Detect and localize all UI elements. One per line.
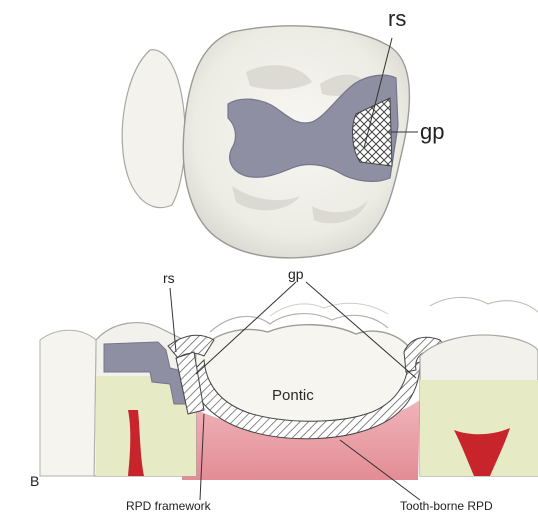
far-left-tooth — [40, 330, 96, 476]
gp-label-b: gp — [288, 266, 304, 282]
adjacent-tooth-left — [122, 50, 185, 208]
panel-label: B — [30, 473, 39, 489]
side-view: rs gp Pontic B RPD framework Tooth-borne… — [30, 266, 538, 513]
rs-label-b: rs — [163, 270, 175, 286]
rpd-framework-label: RPD framework — [126, 499, 212, 513]
pontic-label: Pontic — [272, 387, 314, 404]
rs-label: rs — [388, 6, 406, 31]
occlusal-view: rs gp — [122, 6, 444, 258]
tooth-borne-rpd-label: Tooth-borne RPD — [400, 499, 493, 513]
right-tooth-top — [430, 297, 538, 312]
background-teeth — [270, 303, 388, 316]
gp-label: gp — [420, 119, 444, 144]
